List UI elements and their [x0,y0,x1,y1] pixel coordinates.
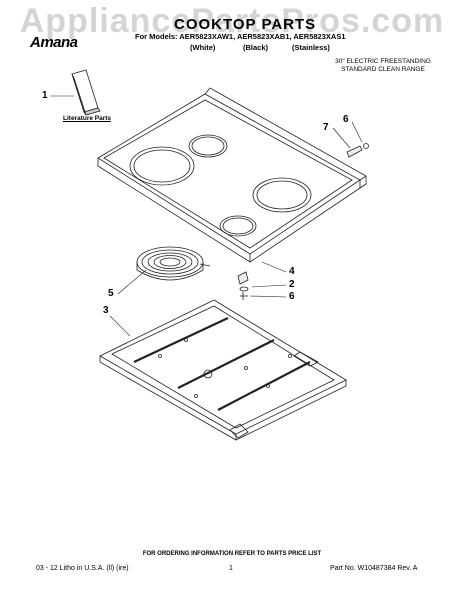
range-desc-line1: 30" ELECTRIC FREESTANDING [335,58,431,65]
variant-white: (White) [190,43,216,52]
callout-3: 3 [103,305,109,316]
range-description: 30" ELECTRIC FREESTANDING STANDARD CLEAN… [328,58,438,74]
part-number: Part No. W10487384 Rev. A [330,565,418,572]
models-line: For Models: AER5823XAW1, AER5823XAB1, AE… [135,32,346,41]
bracket-and-screw [237,271,249,300]
ordering-note: FOR ORDERING INFORMATION REFER TO PARTS … [142,551,322,557]
callout-2: 2 [289,279,295,290]
cooktop-assembly [97,87,367,263]
burner-small-front [219,215,257,237]
burner-large-right [252,177,312,213]
page-title: COOKTOP PARTS [174,16,317,33]
callout-5: 5 [108,288,114,299]
variant-black: (Black) [243,43,269,52]
watermark: AppliancePartsPros.com [19,2,445,40]
callout-6-mid: 6 [289,291,295,302]
variant-stainless: (Stainless) [292,43,330,52]
callout-1: 1 [42,90,48,101]
callout-7: 7 [323,122,329,133]
literature-parts-label: Literature Parts [63,115,112,122]
burner-large-left [129,146,195,186]
literature-booklet [71,69,101,116]
brand-logo: Amana [30,34,78,51]
clip-and-screw [346,143,369,158]
print-info: 03 - 12 Litho in U.S.A. (ll) (ire) [36,565,129,572]
callout-6-top: 6 [343,114,349,125]
callout-4: 4 [289,266,295,277]
range-desc-line2: STANDARD CLEAN RANGE [341,66,425,73]
leader-lines [50,95,363,337]
surface-element [136,246,211,281]
page-number: 1 [229,565,233,572]
burner-box [99,299,347,441]
burner-small-rear [188,134,228,158]
